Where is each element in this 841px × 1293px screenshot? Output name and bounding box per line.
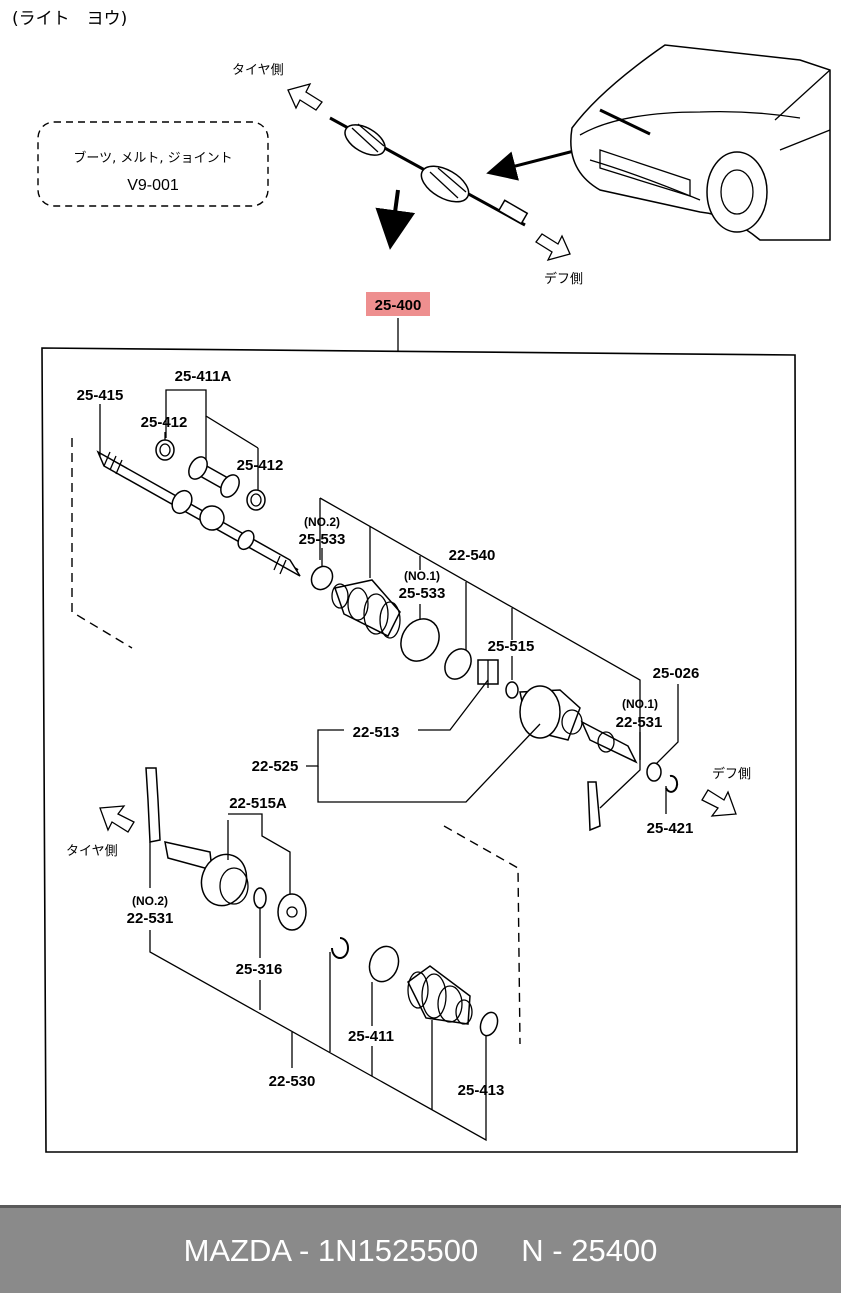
outer-race-upper [519, 685, 638, 764]
band-533-large [400, 618, 440, 662]
parts-diagram: (ライト ヨウ) ブーツ, メルト, ジョイント V9-001 タイヤ側 デフ側 [12, 9, 831, 1153]
label-22-531-no2[interactable]: 22-531 [127, 910, 174, 927]
shaft-lower-pin [145, 767, 161, 843]
tripod-joint [477, 659, 499, 688]
label-22-531-no1[interactable]: 22-531 [616, 714, 663, 731]
label-25-421[interactable]: 25-421 [647, 820, 694, 837]
label-25-411[interactable]: 25-411 [348, 1028, 394, 1045]
overview-illustration: ブーツ, メルト, ジョイント V9-001 タイヤ側 デフ側 [37, 44, 831, 287]
drive-shaft-upper [96, 450, 301, 577]
snap-ring-lower [331, 937, 349, 959]
dynamic-damper [188, 456, 240, 498]
label-25-533-no1[interactable]: 25-533 [399, 585, 446, 602]
label-diff-side-lower: デフ側 [712, 766, 751, 782]
snap-ring-540 [444, 648, 472, 680]
label-25-316[interactable]: 25-316 [236, 961, 283, 978]
label-no2-low: (NO.2) [132, 894, 168, 908]
overview-down-arrow [375, 189, 416, 250]
clamp-412-right [246, 489, 266, 511]
ring-515 [505, 681, 519, 699]
label-25-412-right[interactable]: 25-412 [237, 457, 284, 474]
label-22-530[interactable]: 22-530 [269, 1073, 316, 1090]
assembly-label[interactable]: 25-400 [375, 297, 422, 314]
lower-tire-side-arrow-icon [99, 805, 135, 833]
tire-side-arrow-icon [287, 82, 323, 111]
inner-joint-lower [277, 893, 307, 931]
label-no2-top: (NO.2) [304, 515, 340, 529]
label-25-026[interactable]: 25-026 [653, 665, 700, 682]
car-illustration [570, 44, 831, 241]
callout-text-line1: ブーツ, メルト, ジョイント [73, 150, 232, 166]
band-533-small [310, 565, 334, 591]
dashed-guide-upper [71, 438, 133, 649]
lower-diff-side-arrow-icon [701, 789, 737, 817]
label-25-533-no2[interactable]: 25-533 [299, 531, 346, 548]
overview-tire-side-label: タイヤ側 [232, 63, 284, 78]
label-no1-mid: (NO.1) [622, 697, 658, 711]
seal-026 [646, 762, 662, 782]
overview-diff-side-label: デフ側 [544, 271, 583, 287]
label-25-413[interactable]: 25-413 [458, 1082, 505, 1099]
label-22-525[interactable]: 22-525 [252, 758, 299, 775]
ring-316 [253, 887, 267, 909]
label-no1-top: (NO.1) [404, 569, 440, 583]
part-labels: 25-415 25-411A 25-412 25-412 (NO.2) 25-5… [66, 368, 751, 1099]
outer-joint-lower [164, 841, 249, 907]
overview-shaft [329, 116, 529, 227]
assembly-highlight [366, 292, 430, 316]
diff-side-arrow-icon [535, 233, 571, 262]
callout-box [37, 121, 269, 207]
label-22-515A[interactable]: 22-515A [229, 795, 287, 812]
page-title: (ライト ヨウ) [12, 9, 127, 29]
assembly-frame [41, 347, 798, 1153]
clip-421 [665, 774, 679, 793]
label-25-411A[interactable]: 25-411A [175, 368, 232, 385]
label-25-415[interactable]: 25-415 [77, 387, 124, 404]
band-413 [479, 1011, 499, 1037]
clamp-412-left [155, 439, 175, 461]
label-25-515[interactable]: 25-515 [488, 638, 535, 655]
leader-lines [99, 389, 679, 1142]
boot-lower [407, 965, 473, 1025]
label-tire-side-lower: タイヤ側 [66, 844, 118, 859]
label-22-540[interactable]: 22-540 [449, 547, 496, 564]
band-411 [368, 945, 400, 983]
footer-bar: MAZDA - 1N1525500 N - 25400 [0, 1205, 841, 1293]
dashed-guide-lower [443, 825, 521, 1045]
label-22-513[interactable]: 22-513 [353, 724, 400, 741]
callout-text-line2: V9-001 [127, 177, 179, 194]
footer-part-number: MAZDA - 1N1525500 N - 25400 [183, 1232, 658, 1268]
small-pin-diff [587, 781, 601, 832]
boot-upper [331, 579, 401, 639]
label-25-412-left[interactable]: 25-412 [141, 414, 188, 431]
